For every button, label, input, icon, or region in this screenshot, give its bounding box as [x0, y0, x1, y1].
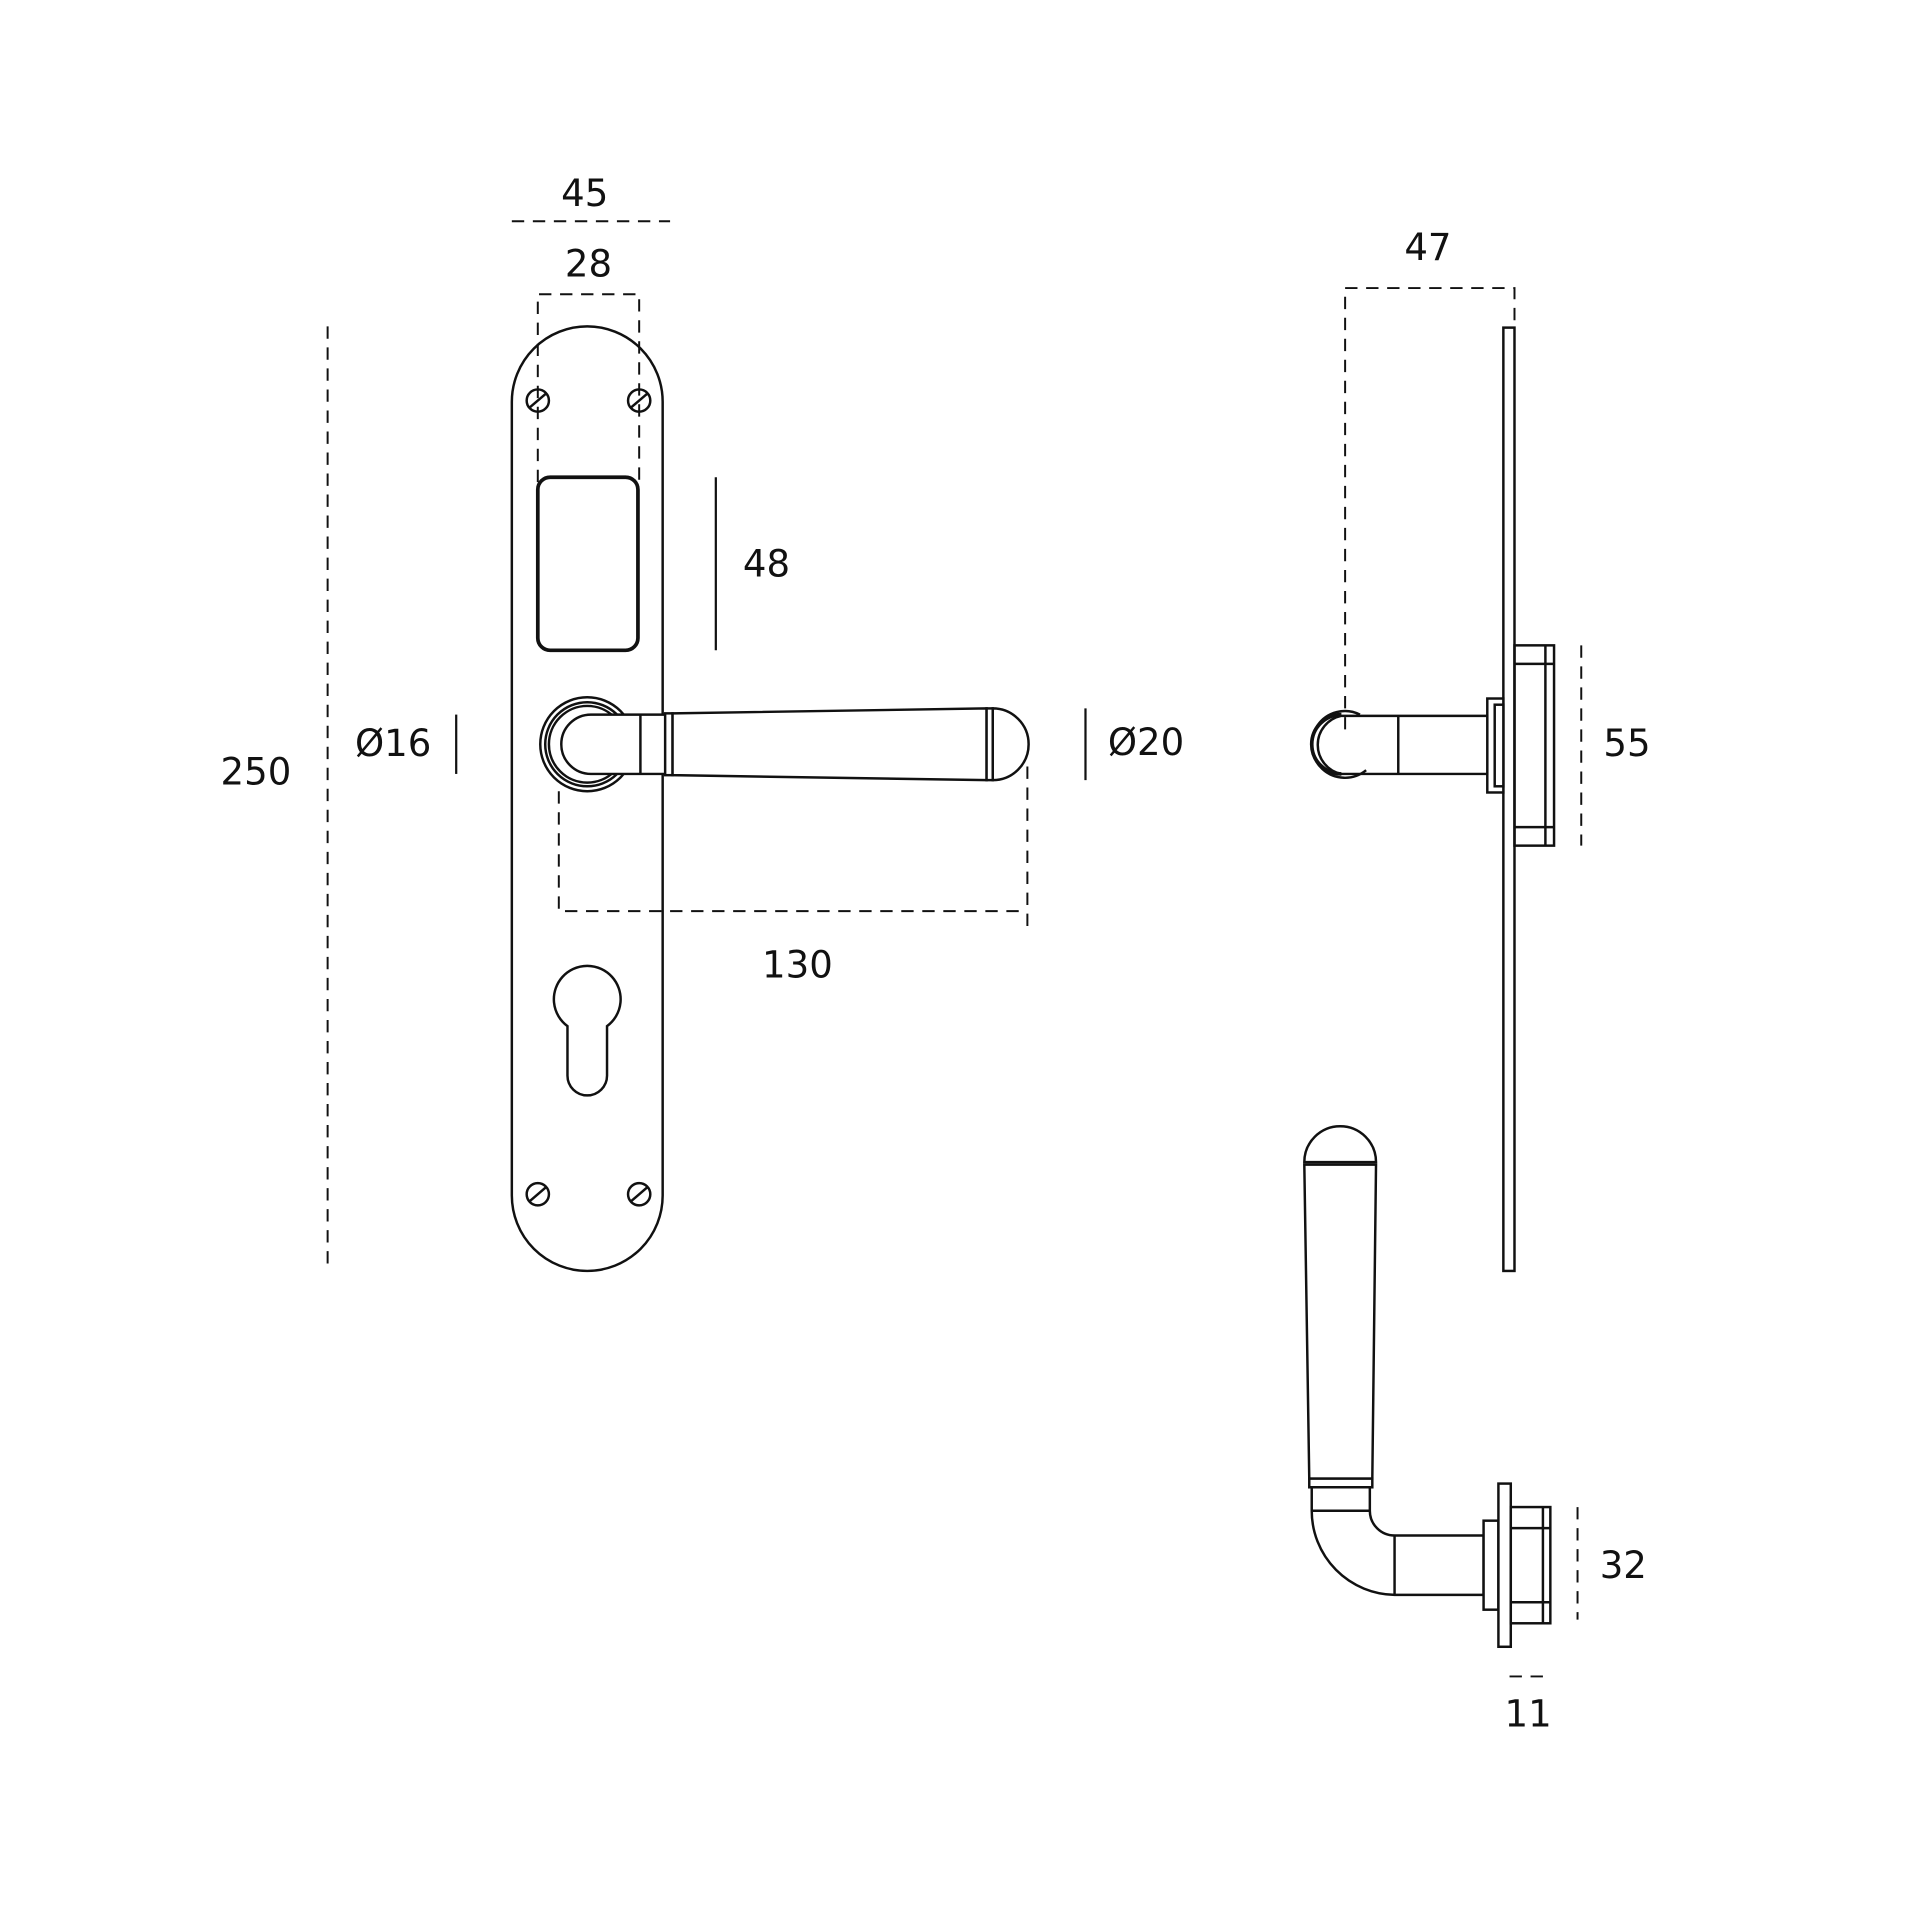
backplate-bottom: [1497, 1482, 1513, 1649]
dimension-label: Ø16: [355, 722, 431, 765]
bottom-view: [1303, 1125, 1552, 1649]
lever-grip: [671, 707, 988, 782]
dimension-bottom-rose-height: 32: [1576, 1507, 1647, 1620]
dimension-rose-height: 55: [1580, 645, 1651, 846]
spindle-cutout: [535, 475, 640, 653]
dimension-label: 55: [1603, 722, 1650, 765]
dimension-neck-diameter: Ø16: [355, 714, 458, 774]
keyhole: [552, 964, 622, 1097]
front-view: [510, 325, 1030, 1273]
dimension-plate-width: 45: [511, 172, 671, 223]
dimension-lever-projection: 130: [557, 766, 1029, 986]
dimension-grip-diameter: Ø20: [1084, 708, 1184, 781]
screw-icon: [626, 1181, 652, 1207]
lever-grip: [1303, 1163, 1378, 1480]
screw-icon: [525, 1181, 551, 1207]
dimension-cutout-height: 48: [714, 477, 790, 651]
dimension-label: 130: [762, 943, 833, 986]
dimension-screw-spacing: 28: [536, 242, 641, 483]
dimension-label: 47: [1404, 226, 1451, 269]
dimension-rose-depth: 11: [1504, 1675, 1552, 1736]
rose-side: [1513, 644, 1556, 847]
lever-neck: [560, 713, 669, 776]
dimension-label: 45: [561, 172, 608, 215]
dimension-label: 48: [743, 543, 790, 586]
lever-bend: [1310, 1486, 1485, 1597]
dimension-label: 11: [1504, 1693, 1551, 1736]
dimension-label: Ø20: [1108, 721, 1184, 764]
dimension-plate-height: 250: [221, 326, 329, 1264]
dimension-label: 250: [221, 750, 292, 793]
side-view: [1309, 326, 1556, 1273]
lever-side: [1316, 714, 1489, 776]
dimension-label: 28: [565, 242, 612, 285]
backplate: [510, 325, 664, 1273]
dimension-side-projection: 47: [1344, 226, 1516, 730]
rose-bottom: [1509, 1505, 1552, 1625]
lever-end-cap: [1303, 1125, 1378, 1164]
dimension-label: 32: [1600, 1544, 1647, 1587]
backplate-side: [1502, 326, 1516, 1273]
lever-end-cap: [991, 707, 1030, 782]
